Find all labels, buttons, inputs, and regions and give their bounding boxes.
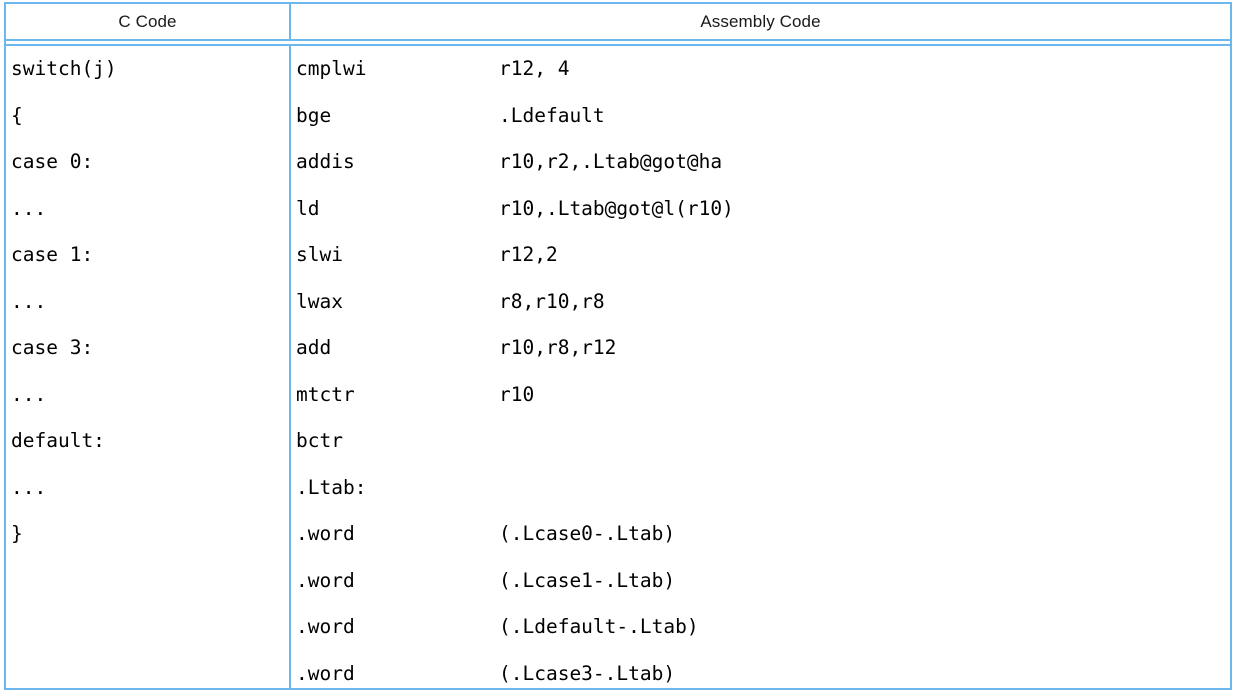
assembly-operands: r12,2 — [499, 243, 558, 266]
table-header-row: C Code Assembly Code — [6, 4, 1230, 39]
assembly-mnemonic: .word — [296, 615, 355, 638]
assembly-operands: r10,.Ltab@got@l(r10) — [499, 196, 734, 220]
assembly-operands: r8,r10,r8 — [499, 289, 605, 313]
column-header-assembly-code: Assembly Code — [700, 11, 821, 31]
header-rule-upper — [6, 39, 1230, 41]
assembly-mnemonic: bctr — [296, 429, 343, 452]
assembly-mnemonic: ld — [296, 196, 320, 220]
header-rule-lower — [6, 44, 1230, 46]
assembly-mnemonic: .word — [296, 661, 355, 685]
code-comparison-table: C Code Assembly Code switch(j) { case 0:..… — [4, 2, 1232, 690]
c-code-line: ... — [11, 475, 47, 499]
assembly-mnemonic: .word — [296, 522, 355, 545]
table-body: switch(j) { case 0:... case 1:... case 3:...… — [6, 46, 1230, 688]
assembly-operands: .Ldefault — [499, 103, 605, 127]
assembly-mnemonic: slwi — [296, 243, 343, 266]
assembly-mnemonic: addis — [296, 150, 355, 173]
assembly-mnemonic: cmplwi — [296, 57, 367, 80]
assembly-mnemonic: bge — [296, 103, 332, 127]
assembly-mnemonic: lwax — [296, 289, 343, 313]
c-code-line: } — [11, 522, 23, 545]
assembly-mnemonic: .word — [296, 568, 355, 592]
assembly-mnemonic: .Ltab: — [296, 475, 367, 499]
c-code-line: case 0: — [11, 150, 94, 173]
c-code-line: ... — [11, 196, 47, 220]
assembly-operands: (.Ldefault-.Ltab) — [499, 615, 699, 638]
c-code-line: case 1: — [11, 243, 94, 266]
assembly-operands: (.Lcase3-.Ltab) — [499, 661, 676, 685]
c-code-line: { — [11, 103, 23, 127]
assembly-mnemonic: mtctr — [296, 382, 355, 406]
assembly-operands: (.Lcase1-.Ltab) — [499, 568, 676, 592]
c-code-line: ... — [11, 382, 47, 406]
assembly-mnemonic: add — [296, 336, 332, 359]
c-code-line: default: — [11, 429, 105, 452]
c-code-line: case 3: — [11, 336, 94, 359]
assembly-operands: (.Lcase0-.Ltab) — [499, 522, 676, 545]
assembly-operands: r10,r2,.Ltab@got@ha — [499, 150, 723, 173]
assembly-operands: r12, 4 — [499, 57, 570, 80]
assembly-operands: r10,r8,r12 — [499, 336, 617, 359]
assembly-operands: r10 — [499, 382, 535, 406]
c-code-line: switch(j) — [11, 57, 117, 80]
column-header-c-code: C Code — [6, 4, 291, 39]
c-code-column: switch(j) { case 0:... case 1:... case 3:...… — [6, 46, 291, 688]
assembly-code-column: cmplwi r12, 4 bge .Ldefault addis r10,r2,.Lta… — [291, 46, 1230, 688]
c-code-line: ... — [11, 289, 47, 313]
